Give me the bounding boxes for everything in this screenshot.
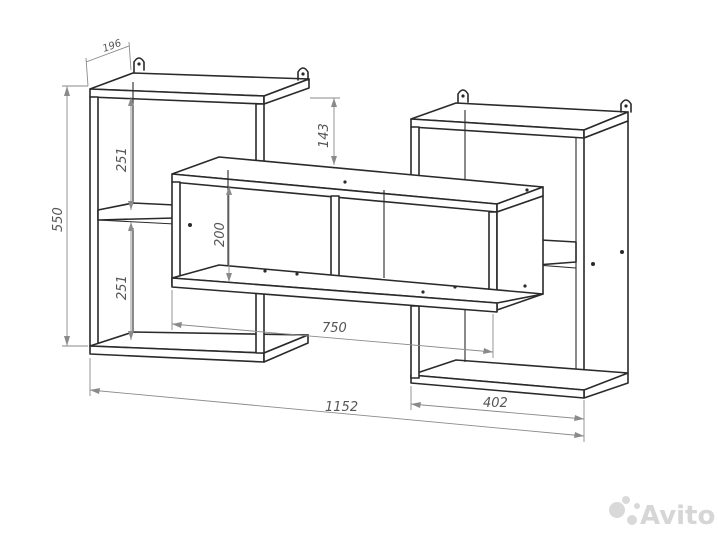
middle-width-dimension-label: 750 xyxy=(322,321,347,336)
avito-watermark: Avito xyxy=(609,496,715,531)
avito-logo-icon xyxy=(609,496,640,525)
left-shelf-unit xyxy=(89,57,310,363)
lower-cell-height-dimension-label: 251 xyxy=(115,275,130,300)
right-shelf-unit xyxy=(410,89,632,399)
avito-watermark-text: Avito xyxy=(640,501,715,531)
dimension-lines xyxy=(62,41,585,442)
middle-height-dimension-label: 200 xyxy=(213,222,228,247)
total-width-dimension-label: 1152 xyxy=(325,400,358,415)
upper-cell-height-dimension-label: 251 xyxy=(115,147,130,172)
total-height-dimension-label: 550 xyxy=(51,207,66,232)
middle-shelf-unit xyxy=(171,156,544,313)
right-width-dimension-label: 402 xyxy=(483,396,508,411)
top-offset-dimension-label: 143 xyxy=(317,123,332,148)
